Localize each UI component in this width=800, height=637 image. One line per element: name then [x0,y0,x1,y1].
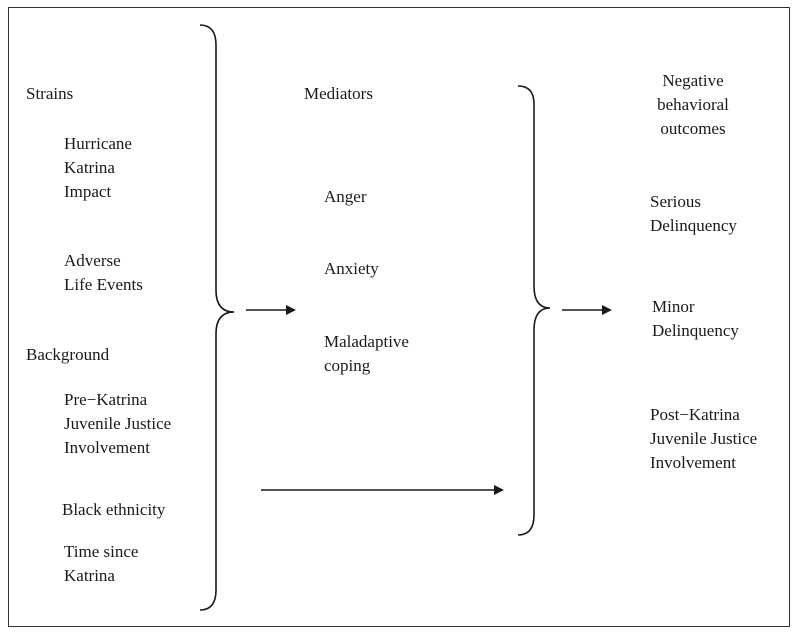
strains-heading: Strains [26,84,74,103]
text-line: Juvenile Justice [650,429,758,448]
background-pre-katrina-jj: Pre−Katrina Juvenile Justice Involvement [64,388,171,460]
outcome-minor-delinquency: Minor Delinquency [652,295,739,343]
text-line: Juvenile Justice [64,414,172,433]
text-line: Anger [324,187,367,206]
text-line: Life Events [64,275,143,294]
text-line: Serious [650,192,701,211]
mediator-anger: Anger [324,185,366,209]
text-line: Black ethnicity [62,500,166,519]
text-line: Maladaptive [324,332,409,351]
text-line: outcomes [660,119,726,138]
text-line: Anxiety [324,259,379,278]
text-line: Adverse [64,251,121,270]
text-line: Minor [652,297,695,316]
text-line: Delinquency [650,216,737,235]
text-line: coping [324,356,371,375]
text-line: Hurricane [64,134,132,153]
text-line: Post−Katrina [650,405,740,424]
background-time-since-katrina: Time since Katrina [64,540,138,588]
text-line: Katrina [64,566,115,585]
text-line: Pre−Katrina [64,390,148,409]
mediator-anxiety: Anxiety [324,257,379,281]
text-line: behavioral [657,95,729,114]
mediator-maladaptive-coping: Maladaptive coping [324,330,409,378]
diagram-frame [8,7,790,627]
text-line: Impact [64,182,112,201]
text-line: Katrina [64,158,115,177]
background-black-ethnicity: Black ethnicity [62,498,165,522]
text-line: Delinquency [652,321,739,340]
text-line: Time since [64,542,139,561]
text-line: Involvement [64,438,150,457]
text-line: Involvement [650,453,736,472]
outcome-post-katrina-jj: Post−Katrina Juvenile Justice Involvemen… [650,403,757,475]
background-heading: Background [26,345,110,364]
mediators-heading: Mediators [304,84,373,103]
strain-hurricane-katrina-impact: Hurricane Katrina Impact [64,132,132,204]
outcomes-heading: Negative behavioral outcomes [643,69,743,141]
text-line: Negative [662,71,724,90]
outcome-serious-delinquency: Serious Delinquency [650,190,737,238]
strain-adverse-life-events: Adverse Life Events [64,249,143,297]
